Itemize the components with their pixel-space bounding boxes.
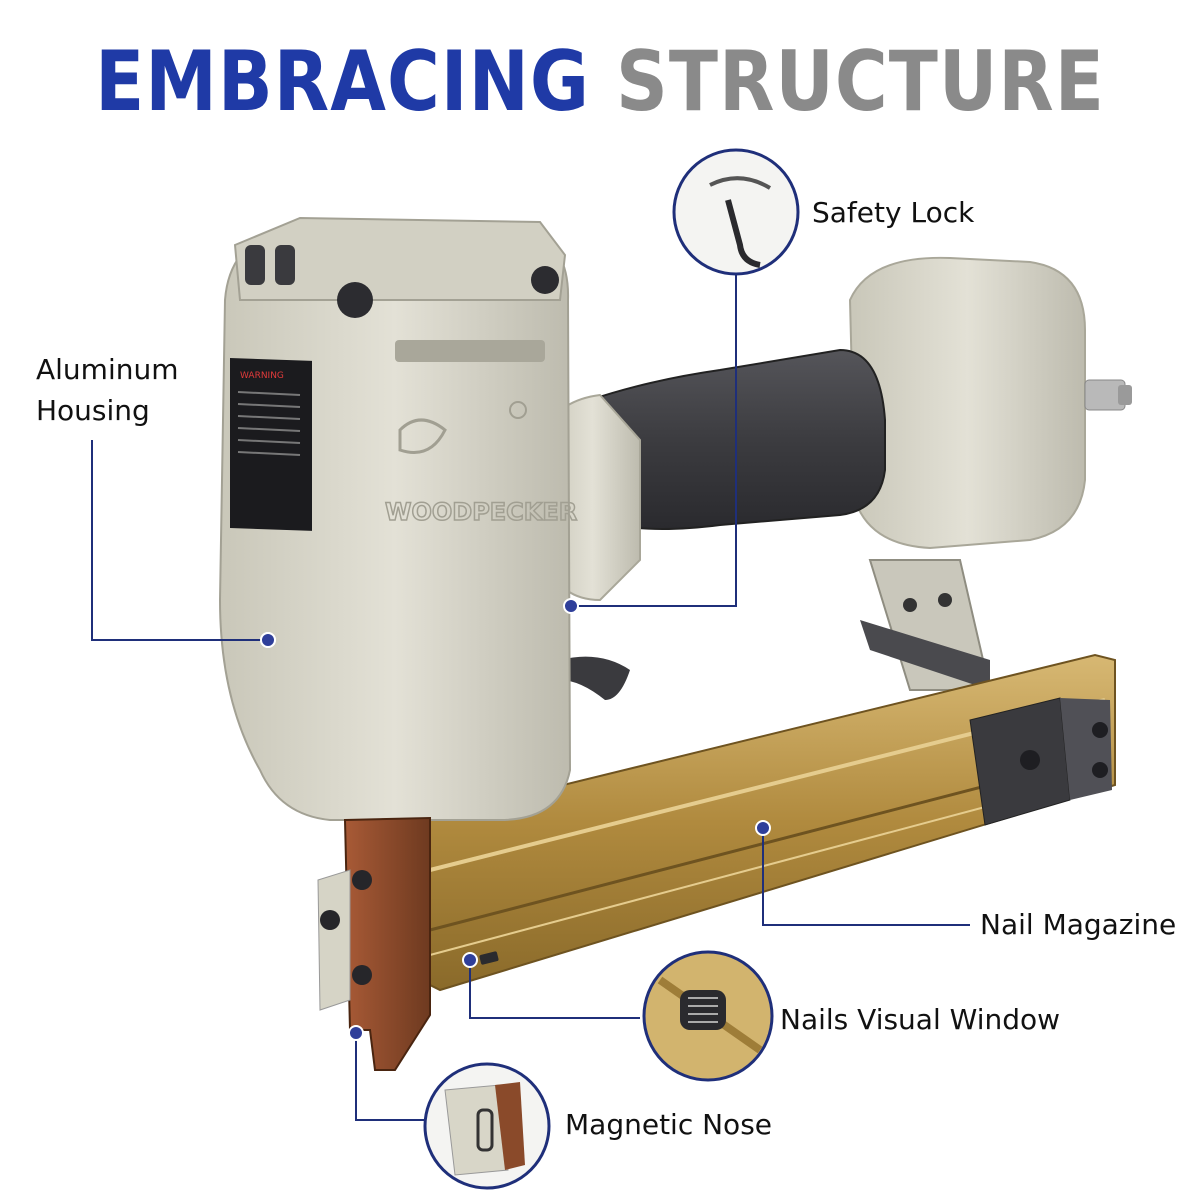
callout-aluminum-housing-line1: Aluminum xyxy=(36,353,179,386)
aluminum-housing: WARNING WOODPECKER xyxy=(218,216,578,821)
circle-callout-icon xyxy=(423,148,800,1190)
callout-aluminum-housing-line2: Housing xyxy=(36,393,150,427)
dot-marker-icon xyxy=(260,598,771,1041)
callout-nails-visual-window: Nails Visual Window xyxy=(780,1003,1061,1036)
callout-nail-magazine: Nail Magazine xyxy=(980,908,1177,941)
callout-leader-lines xyxy=(91,270,970,1121)
rear-cap xyxy=(848,256,1132,550)
title-word-structure: STRUCTURE xyxy=(616,33,1105,130)
magnetic-nose-body xyxy=(317,816,431,1071)
rear-bracket xyxy=(860,559,992,691)
brand-mark: WOODPECKER xyxy=(385,498,577,526)
callout-safety-lock: Safety Lock xyxy=(812,196,975,229)
callout-aluminum-housing: Aluminum Housing xyxy=(36,350,179,431)
rubber-grip xyxy=(544,348,886,602)
callout-magnetic-nose: Magnetic Nose xyxy=(565,1108,773,1141)
title-word-embracing: EMBRACING xyxy=(95,33,590,130)
page-title: EMBRACING STRUCTURE xyxy=(0,40,1200,123)
warning-label-text: WARNING xyxy=(240,371,284,381)
